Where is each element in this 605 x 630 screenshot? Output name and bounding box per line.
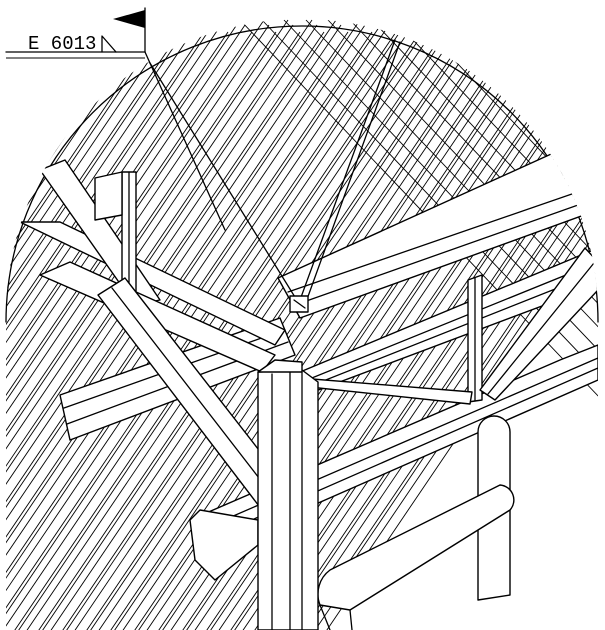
deck-rib-line <box>280 24 598 630</box>
deck-rib-line <box>119 31 541 630</box>
deck-rib-line <box>6 19 241 630</box>
left-vertical-post <box>94 171 137 306</box>
deck-rib-line <box>256 24 598 630</box>
gutter-pipe <box>317 415 515 630</box>
angle-strut <box>299 377 473 405</box>
rod-connection-plate <box>289 295 309 313</box>
main-column <box>257 359 319 630</box>
weld-callout: E 6013 <box>5 7 226 231</box>
deck-rib-line <box>6 24 318 630</box>
deck-rib-line <box>6 31 229 630</box>
deck-rib-line <box>95 31 517 630</box>
tension-rods <box>144 39 401 303</box>
deck-rib-line <box>6 31 325 630</box>
deck-rib-line <box>6 24 174 630</box>
deck-rib-line <box>88 24 510 630</box>
deck-rib-line <box>371 19 598 441</box>
deck-rib-line <box>6 24 246 630</box>
right-diagonal-brace <box>479 247 598 401</box>
deck-rib-line <box>107 19 529 630</box>
deck-rib-line <box>112 24 534 630</box>
deck-rib-line <box>6 19 217 630</box>
deck-rib-line <box>349 19 598 441</box>
deck-rib-line <box>304 24 598 630</box>
deck-rib-line <box>6 24 126 630</box>
detail-view <box>6 19 598 630</box>
deck-rib-line <box>6 31 157 630</box>
deck-rib-line <box>6 31 205 630</box>
deck-rib-line <box>6 24 294 630</box>
field-weld-flag-icon <box>113 10 145 28</box>
deck-rib-line <box>11 19 433 630</box>
deck-rib-line <box>6 19 265 630</box>
deck-rib-line <box>6 19 289 630</box>
deck-rib-line <box>6 19 313 630</box>
deck-rib-line <box>6 31 181 630</box>
deck-rib-line <box>6 24 150 630</box>
deck-rib-line <box>6 31 301 630</box>
leader-line <box>144 51 226 231</box>
deck-rib-line <box>6 31 397 630</box>
deck-rib-line <box>6 19 169 630</box>
right-vertical-post <box>467 274 483 403</box>
deck-rib-line <box>6 31 277 630</box>
deck-rib-line <box>299 19 598 630</box>
weld-electrode-label: E 6013 <box>28 33 96 55</box>
deck-rib-line <box>6 19 193 630</box>
deck-rib-line <box>415 19 598 441</box>
deck-rib-line <box>275 19 598 630</box>
deck-rib-line <box>83 19 505 630</box>
deck-rib-line <box>6 24 270 630</box>
deck-rib-line <box>6 24 198 630</box>
deck-rib-line <box>6 24 222 630</box>
roof-decking <box>6 19 598 630</box>
deck-rib-line <box>287 31 598 630</box>
fillet-weld-icon <box>101 35 117 53</box>
